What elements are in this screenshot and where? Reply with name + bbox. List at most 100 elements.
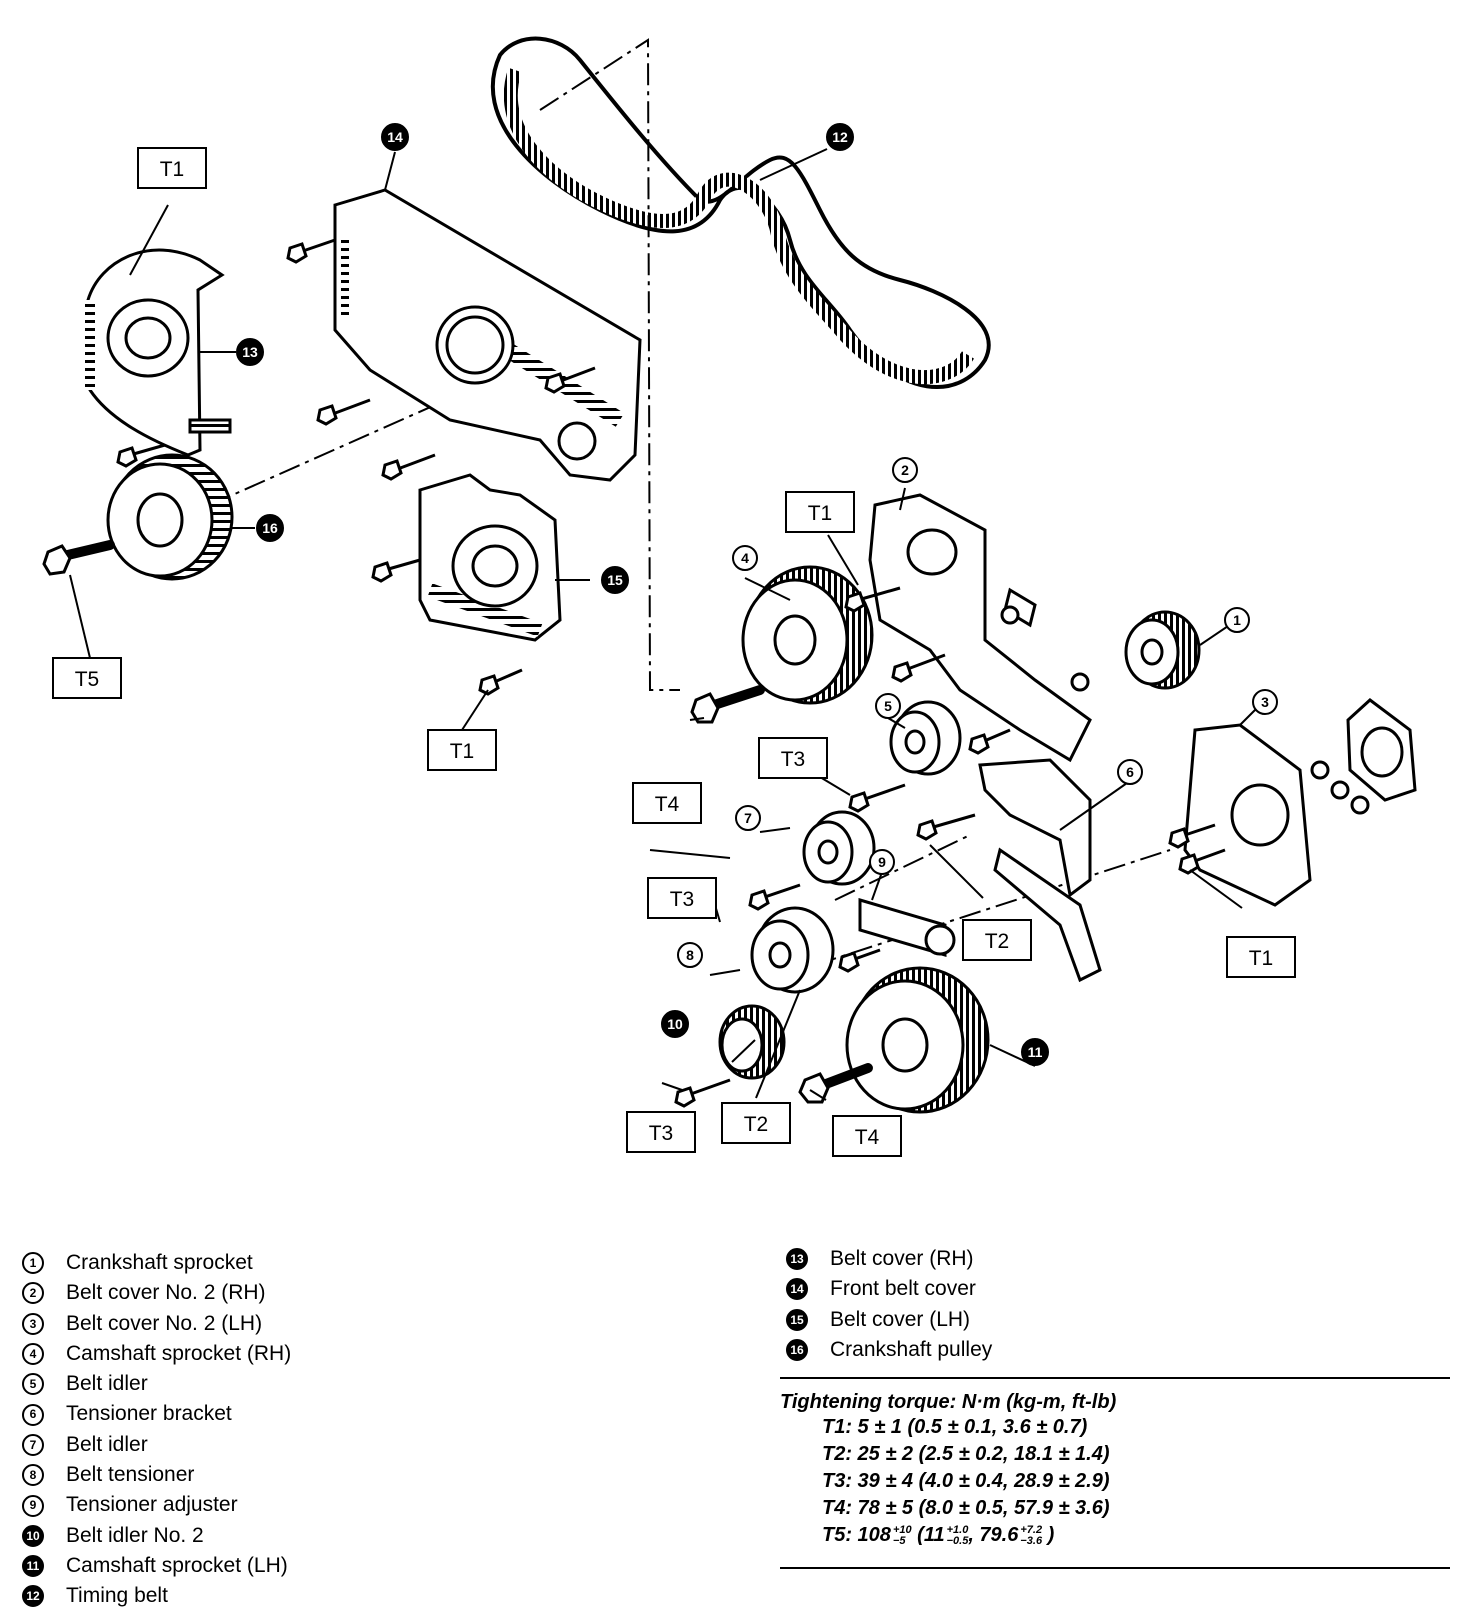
crankshaft-sprocket (1124, 610, 1201, 690)
legend-label: Timing belt (66, 1584, 168, 1608)
svg-text:2: 2 (901, 462, 909, 478)
belt-cover-no2-rh (868, 493, 1092, 763)
legend-number: 11 (22, 1555, 44, 1578)
svg-text:7: 7 (744, 810, 752, 826)
legend-number: 3 (22, 1312, 44, 1335)
camshaft-sprocket-lh (798, 966, 990, 1114)
callout-14: 14 (381, 123, 409, 151)
tolerance-lower: −3.6 (1020, 1534, 1043, 1547)
legend-label: Camshaft sprocket (LH) (66, 1553, 288, 1577)
bolts (116, 238, 1370, 1108)
svg-text:6: 6 (1126, 764, 1134, 780)
legend-item: 15 Belt cover (LH) (786, 1305, 1456, 1335)
legend-number: 8 (22, 1464, 44, 1487)
exploded-parts-diagram: T1 T5 T1 T1 T3 T4 T3 T2 (42, 36, 1417, 1157)
torque-box-t2-b: T2 (721, 1102, 791, 1144)
callout-2: 2 (892, 457, 918, 483)
torque-box-t5: T5 (52, 657, 122, 699)
timing-belt (490, 36, 991, 390)
svg-text:T4: T4 (855, 1126, 880, 1149)
legend-label: Tensioner adjuster (66, 1493, 238, 1517)
belt-cover-rh (85, 248, 232, 457)
svg-text:9: 9 (878, 854, 886, 870)
legend-item: 1 Crankshaft sprocket (22, 1248, 291, 1278)
legend-item: 12 Timing belt (22, 1581, 291, 1611)
svg-text:T4: T4 (655, 793, 680, 816)
belt-tensioner (750, 906, 835, 994)
torque-spec-t2: T2: 25 ± 2 (2.5 ± 0.2, 18.1 ± 1.4) (822, 1443, 1110, 1465)
t5-prefix: T5: 108 (822, 1524, 891, 1546)
callout-1: 1 (1224, 607, 1250, 633)
callout-3: 3 (1252, 689, 1278, 715)
legend-label: Crankshaft sprocket (66, 1251, 253, 1274)
legend-number: 15 (786, 1308, 808, 1331)
legend-label: Belt idler No. 2 (66, 1523, 204, 1547)
belt-idler-upper (889, 700, 962, 776)
svg-text:1: 1 (1233, 612, 1241, 628)
belt-idler-lower (802, 810, 876, 886)
torque-box-t3-b: T3 (647, 877, 717, 919)
tensioner-adjuster (858, 897, 956, 958)
svg-text:14: 14 (387, 129, 403, 145)
camshaft-sprocket-rh (690, 565, 874, 724)
callout-13: 13 (236, 338, 264, 366)
legend-number: 6 (22, 1403, 44, 1426)
svg-text:T3: T3 (649, 1122, 674, 1145)
legend-label: Belt cover (LH) (830, 1307, 971, 1331)
legend-number: 1 (22, 1252, 44, 1275)
svg-text:T1: T1 (808, 502, 833, 525)
svg-text:12: 12 (832, 129, 848, 145)
legend-number: 9 (22, 1494, 44, 1517)
callout-5: 5 (875, 693, 901, 719)
legend-left: 1 Crankshaft sprocket 2 Belt cover No. 2 (… (22, 1248, 291, 1612)
legend-number: 2 (22, 1282, 44, 1305)
part-callouts: 1 2 3 4 5 6 7 8 9 10 11 12 13 14 15 16 (236, 123, 1278, 1066)
torque-box-t3-c: T3 (626, 1111, 696, 1153)
svg-text:3: 3 (1261, 694, 1269, 710)
tolerance-lower: −5 (892, 1534, 906, 1547)
legend-item: 2 Belt cover No. 2 (RH) (22, 1278, 291, 1308)
tolerance-upper: +7.2 (1020, 1523, 1043, 1536)
tensioner-bracket (978, 758, 1102, 983)
svg-text:T3: T3 (781, 748, 806, 771)
legend-item: 9 Tensioner adjuster (22, 1490, 291, 1520)
t5-tolerance-2: +1.0−0.5 (947, 1524, 969, 1547)
svg-text:T5: T5 (75, 668, 100, 691)
callout-16: 16 (256, 514, 284, 542)
torque-spec-t1: T1: 5 ± 1 (0.5 ± 0.1, 3.6 ± 0.7) (822, 1416, 1088, 1438)
svg-text:T2: T2 (744, 1113, 769, 1136)
alignment-lines (99, 38, 1171, 966)
legend-number: 12 (22, 1585, 44, 1608)
legend-label: Belt cover No. 2 (RH) (66, 1281, 266, 1305)
torque-box-t1-b: T1 (427, 729, 497, 771)
legend-label: Belt tensioner (66, 1463, 195, 1487)
svg-text:5: 5 (884, 698, 892, 714)
front-belt-cover (333, 188, 642, 482)
belt-idler-no2 (718, 1004, 786, 1080)
legend-label: Crankshaft pulley (830, 1337, 993, 1361)
legend-number: 5 (22, 1373, 44, 1396)
callout-7: 7 (735, 805, 761, 831)
legend-number: 16 (786, 1339, 808, 1362)
svg-text:10: 10 (667, 1016, 683, 1032)
legend-number: 10 (22, 1524, 44, 1547)
leader-lines (69, 148, 1266, 1101)
belt-cover-lh (418, 473, 562, 642)
callout-10: 10 (661, 1010, 689, 1038)
torque-spec-t3: T3: 39 ± 4 (4.0 ± 0.4, 28.9 ± 2.9) (822, 1470, 1110, 1492)
legend-item: 8 Belt tensioner (22, 1460, 291, 1490)
callout-4: 4 (732, 545, 758, 571)
svg-text:T1: T1 (450, 740, 475, 763)
callout-15: 15 (601, 566, 629, 594)
tolerance-upper: +10 (892, 1523, 912, 1536)
torque-box-t3-a: T3 (758, 737, 828, 779)
t5-end: ) (1042, 1524, 1055, 1546)
svg-text:T3: T3 (670, 888, 695, 911)
legend-label: Belt idler (66, 1432, 148, 1456)
svg-text:4: 4 (741, 550, 749, 566)
